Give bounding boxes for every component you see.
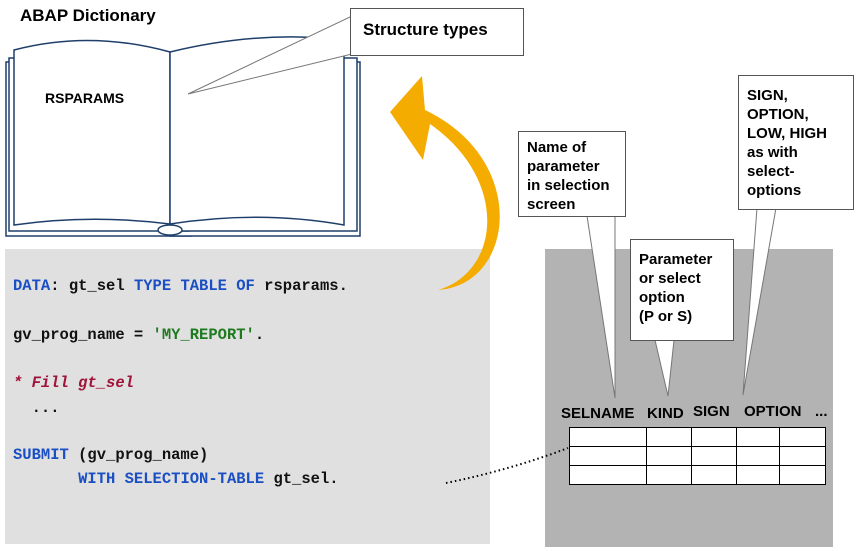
column-header-selname: SELNAME (561, 405, 635, 422)
abap-dictionary-title: ABAP Dictionary (20, 6, 156, 25)
column-header-more: ... (815, 403, 828, 420)
code-line-data: DATA: gt_sel TYPE TABLE OF rsparams. (13, 277, 348, 295)
code-line-with: WITH SELECTION-TABLE gt_sel. (13, 470, 339, 488)
callout-line: OPTION, (747, 106, 809, 123)
code-line-submit: SUBMIT (gv_prog_name) (13, 446, 208, 464)
rsparams-label: RSPARAMS (45, 90, 125, 106)
column-header-option: OPTION (744, 403, 802, 420)
table-cell (691, 465, 737, 485)
column-header-kind: KIND (647, 405, 684, 422)
code-keyword: SUBMIT (13, 446, 69, 464)
callout-line: Parameter (639, 251, 713, 268)
code-text: rsparams. (254, 277, 348, 295)
code-keyword: TYPE TABLE OF (133, 277, 255, 295)
code-keyword: DATA (13, 277, 51, 295)
code-text: . (254, 326, 265, 344)
code-line-comment: * Fill gt_sel (13, 374, 134, 392)
callout-line: parameter (527, 158, 600, 175)
table-cell (779, 427, 826, 447)
code-panel (5, 249, 490, 544)
sign-option-callout: SIGN, OPTION, LOW, HIGH as with select- … (738, 75, 854, 210)
table-row (569, 427, 826, 447)
table-cell (569, 427, 647, 447)
code-text: gv_prog_name = (13, 326, 153, 344)
selname-callout: Name of parameter in selection screen (518, 131, 626, 217)
table-cell (691, 446, 737, 466)
code-string: 'MY_REPORT' (152, 326, 255, 344)
table-cell (569, 465, 647, 485)
code-text: : gt_sel (50, 277, 134, 295)
callout-line: options (747, 182, 802, 199)
code-line-assign: gv_prog_name = 'MY_REPORT'. (13, 326, 264, 344)
callout-line: as with (747, 144, 798, 161)
table-cell (779, 465, 826, 485)
code-keyword: WITH SELECTION-TABLE (78, 470, 265, 488)
table-cell (646, 427, 692, 447)
callout-line: (P or S) (639, 308, 693, 325)
callout-line: option (639, 289, 685, 306)
kind-callout: Parameter or select option (P or S) (630, 239, 734, 341)
column-header-sign: SIGN (693, 403, 730, 420)
structure-types-text: Structure types (363, 20, 488, 39)
callout-line: LOW, HIGH (747, 125, 827, 142)
callout-line: or select (639, 270, 701, 287)
callout-line: Name of (527, 139, 587, 156)
table-cell (779, 446, 826, 466)
table-row (569, 465, 826, 485)
structure-types-callout: Structure types (350, 8, 524, 56)
table-cell (736, 427, 780, 447)
code-text: gt_sel. (264, 470, 339, 488)
code-text: (gv_prog_name) (68, 446, 209, 464)
callout-line: screen (527, 196, 576, 213)
table-cell (646, 465, 692, 485)
callout-line: select- (747, 163, 795, 180)
callout-line: SIGN, (747, 87, 788, 104)
callout-line: in selection (527, 177, 610, 194)
code-line-ellipsis: ... (13, 399, 60, 417)
rsparams-table (569, 427, 826, 485)
